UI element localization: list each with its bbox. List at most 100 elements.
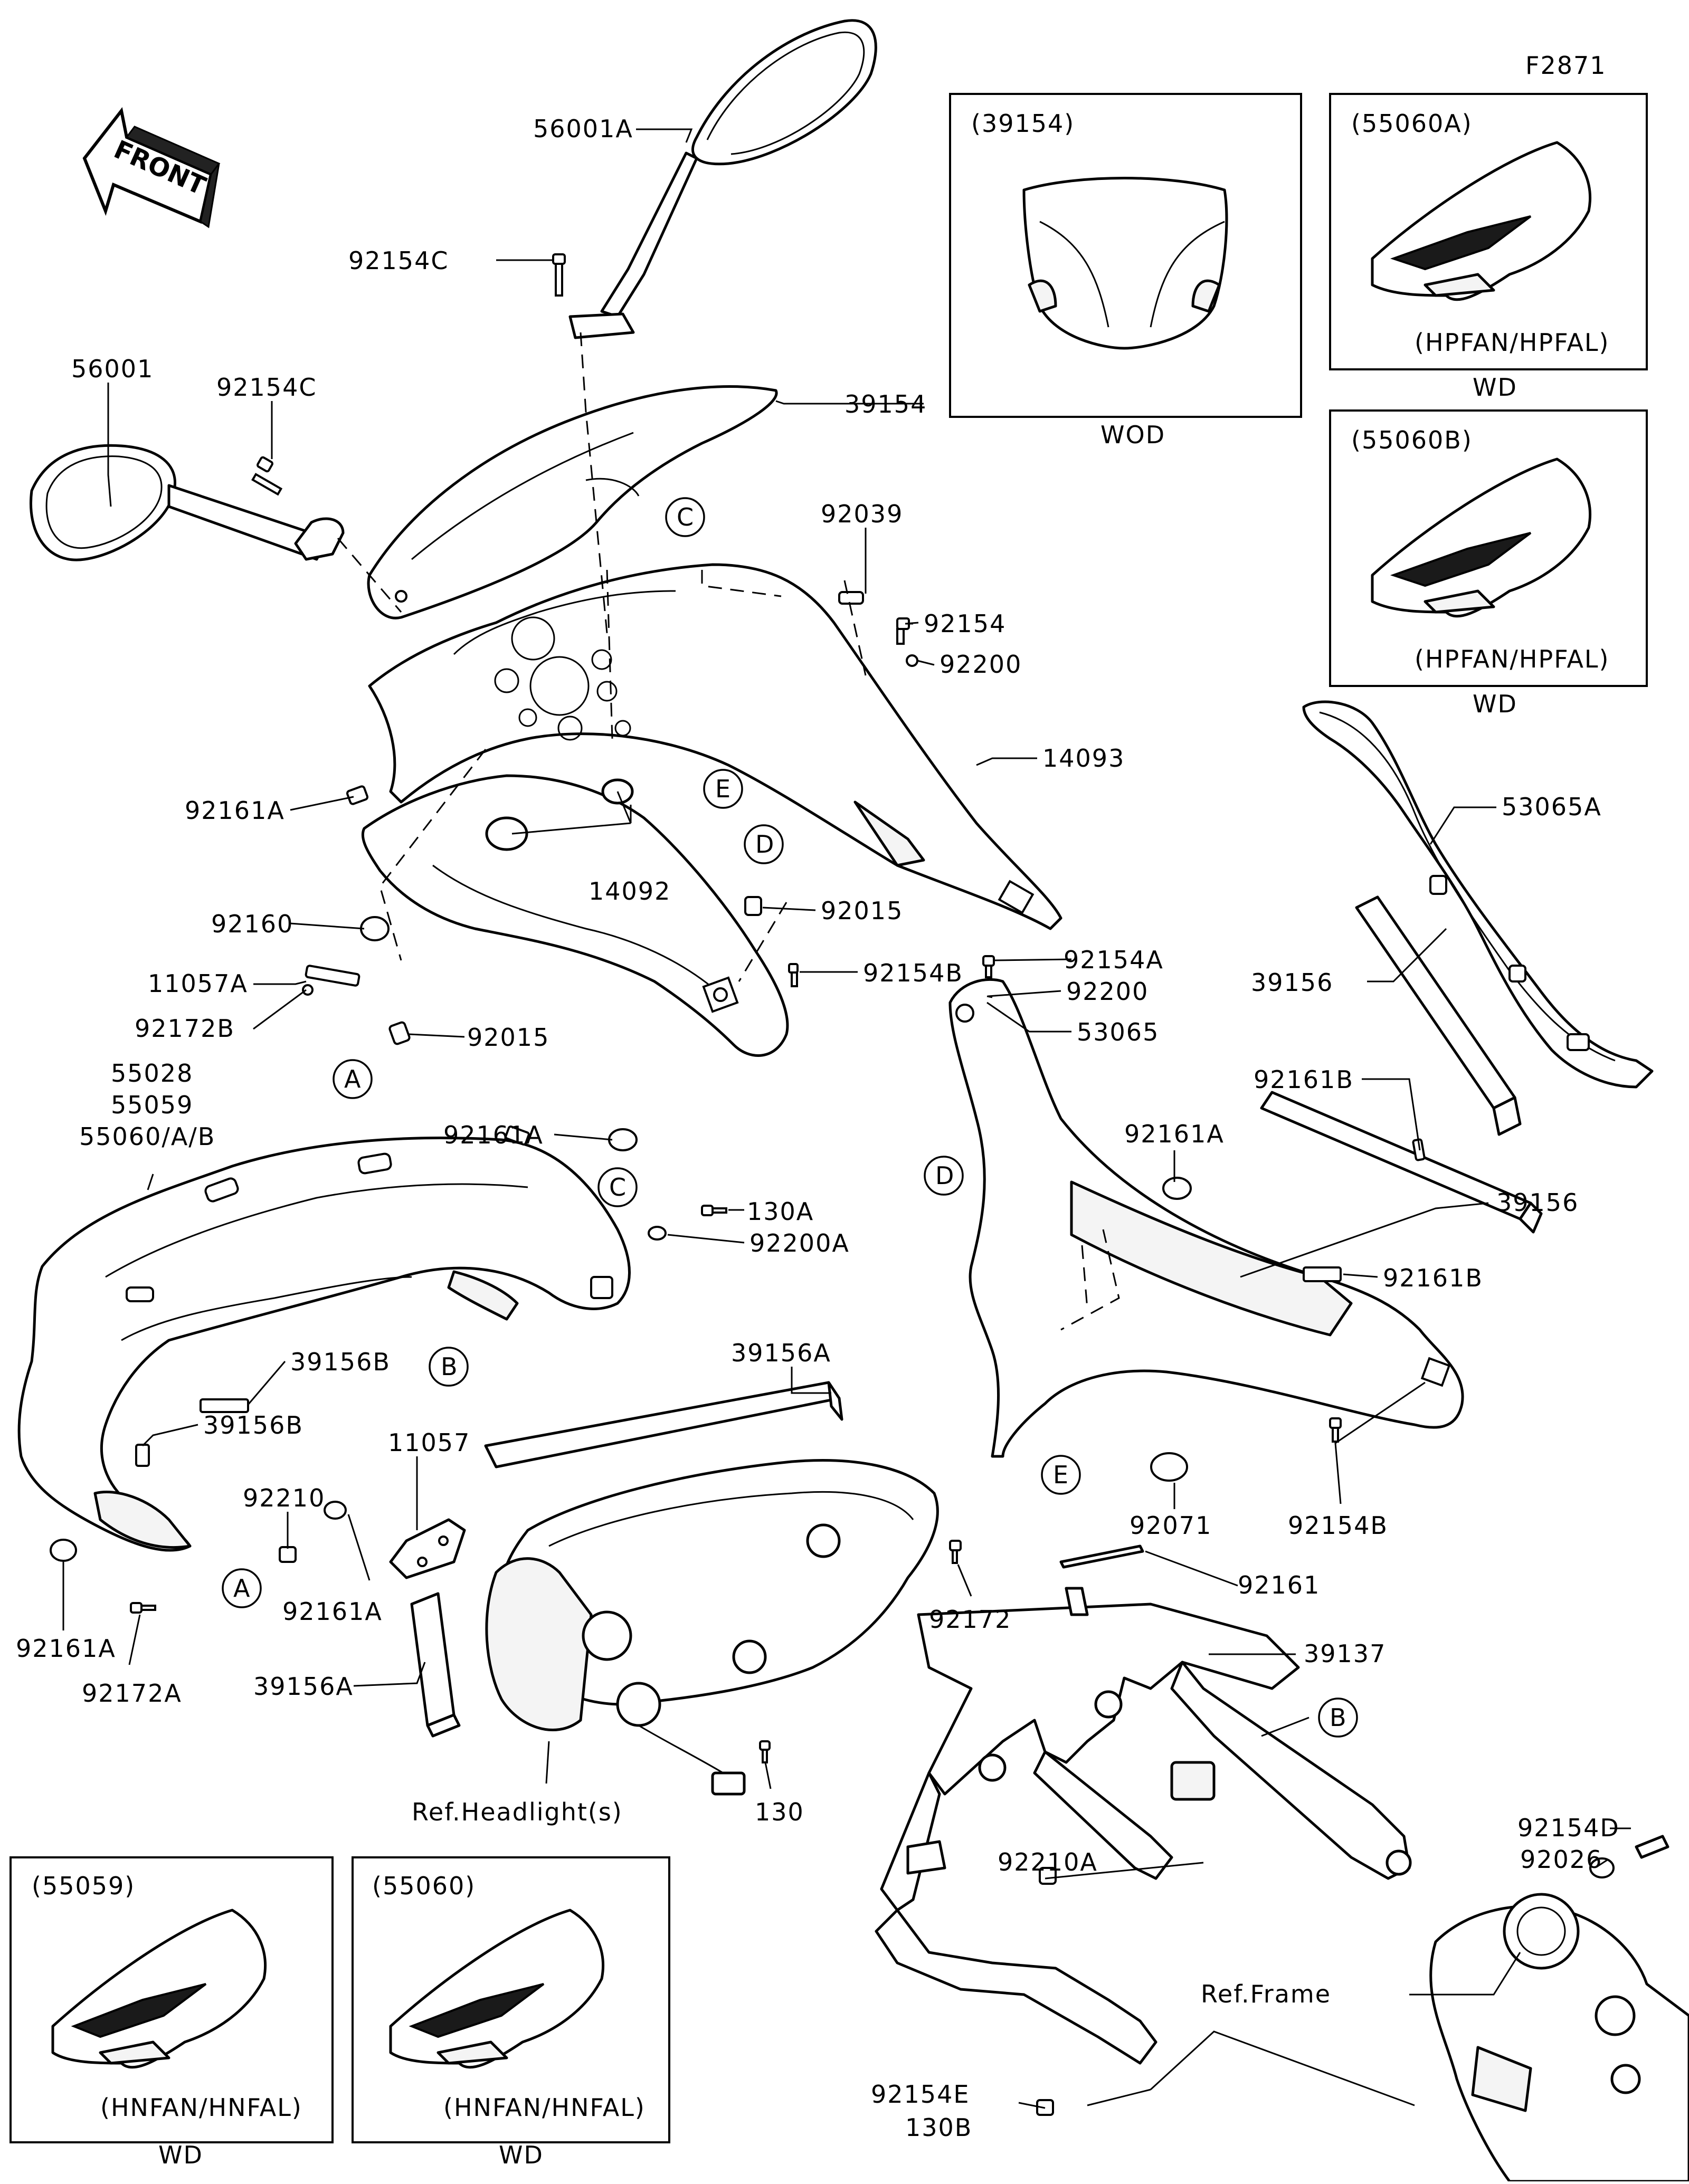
label-55060AB: 55060/A/B <box>79 1122 215 1151</box>
seal-strip-39156-left <box>1355 895 1522 1136</box>
label-92160: 92160 <box>211 910 293 938</box>
inset-55060A: (55060A) (HPFAN/HPFAL) WD <box>1329 93 1648 402</box>
label-92154A: 92154A <box>1064 946 1164 974</box>
label-92154C-left: 92154C <box>216 373 317 402</box>
seal-strip-39156-right <box>1260 1091 1543 1234</box>
stay-frame-39137 <box>875 1587 1412 2065</box>
inset-55060B: (55060B) (HPFAN/HPFAL) WD <box>1329 409 1648 718</box>
label-92154C-top: 92154C <box>348 246 449 275</box>
side-panel-53065A <box>1302 700 1654 1089</box>
label-92154D: 92154D <box>1517 1814 1620 1842</box>
callout-d-lower: D <box>935 1161 955 1190</box>
label-53065A: 53065A <box>1502 793 1602 821</box>
callout-c-lower: C <box>609 1173 627 1201</box>
callout-b-lower: B <box>441 1352 459 1381</box>
label-92161A-far: 92161A <box>16 1634 116 1663</box>
label-56001A: 56001A <box>533 115 633 143</box>
callout-a-lower: A <box>233 1574 251 1603</box>
label-14093: 14093 <box>1042 744 1125 772</box>
inset-55060-code: (55060) <box>372 1872 476 1900</box>
front-arrow-icon: FRONT <box>82 107 221 228</box>
label-14092: 14092 <box>589 877 671 905</box>
label-53065: 53065 <box>1077 1018 1159 1046</box>
callout-b-upper: B <box>1330 1703 1348 1732</box>
label-92154B-low: 92154B <box>1288 1511 1388 1540</box>
inset-39154-code: (39154) <box>971 109 1075 138</box>
label-92039: 92039 <box>821 500 903 528</box>
callout-e-lower: E <box>1053 1461 1069 1489</box>
label-92200A: 92200A <box>749 1229 850 1257</box>
callout-e-upper: E <box>715 775 732 803</box>
inset-39154-market: WOD <box>1100 421 1165 449</box>
label-92154B-mid: 92154B <box>863 959 963 987</box>
figure-id: F2871 <box>1525 51 1607 80</box>
label-ref-frame: Ref.Frame <box>1201 1980 1331 2008</box>
label-92161A-bottom: 92161A <box>282 1597 383 1626</box>
label-130B: 130B <box>905 2113 972 2142</box>
inner-cowl-14093 <box>368 563 1062 930</box>
inset-55060: (55060) (HNFAN/HNFAL) WD <box>352 1856 670 2169</box>
mirror-right-56001A <box>568 19 877 339</box>
label-39154: 39154 <box>844 390 927 418</box>
inset-55060B-market: WD <box>1473 690 1517 718</box>
grommet-92071 <box>1150 1452 1188 1482</box>
label-39156A-bottom: 39156A <box>253 1672 354 1701</box>
label-55059: 55059 <box>111 1091 193 1119</box>
inset-55060B-variant: (HPFAN/HPFAL) <box>1415 645 1610 673</box>
grommet-92161A-right <box>1162 1177 1192 1200</box>
label-11057: 11057 <box>388 1428 470 1457</box>
label-39156B-1: 39156B <box>290 1348 391 1376</box>
headlight-assembly <box>485 1459 962 1796</box>
label-11057A: 11057A <box>148 969 248 998</box>
inset-55060-market: WD <box>499 2141 544 2169</box>
fairing-55028 <box>17 1126 631 1552</box>
inset-55059-market: WD <box>158 2141 203 2169</box>
ref-frame <box>1036 1835 1689 2183</box>
callout-c-top: C <box>677 503 695 531</box>
callout-a-upper: A <box>344 1065 362 1093</box>
seal-39156A-bottom <box>410 1592 461 1738</box>
label-92200-right: 92200 <box>1066 977 1149 1006</box>
label-39156-left: 39156 <box>1251 968 1333 997</box>
windshield-39154 <box>367 385 778 619</box>
label-ref-headlight: Ref.Headlight(s) <box>412 1798 623 1826</box>
inset-39154: (39154) WOD <box>949 93 1302 449</box>
label-39156-right: 39156 <box>1496 1188 1579 1217</box>
label-92154: 92154 <box>924 609 1006 638</box>
label-56001: 56001 <box>71 355 154 383</box>
callout-d-upper: D <box>755 830 775 859</box>
inset-55060B-code: (55060B) <box>1351 426 1473 454</box>
inset-55059-variant: (HNFAN/HNFAL) <box>100 2093 302 2122</box>
inset-55060A-market: WD <box>1473 373 1517 402</box>
inset-55060A-code: (55060A) <box>1351 109 1473 138</box>
label-92161: 92161 <box>1238 1571 1320 1599</box>
inset-55059-code: (55059) <box>32 1872 135 1900</box>
label-92154E: 92154E <box>871 2080 970 2109</box>
leader-lines <box>62 128 1631 2109</box>
label-39156B-2: 39156B <box>203 1411 303 1439</box>
side-panel-53065 <box>948 978 1464 1458</box>
label-39137: 39137 <box>1304 1639 1386 1668</box>
bolt-92154B-low <box>1329 1417 1342 1443</box>
label-92161A-upper: 92161A <box>185 796 285 825</box>
part-labels: 56001A 92154C 56001 92154C 39154 92039 9… <box>16 115 1620 2142</box>
label-55028: 55028 <box>111 1059 193 1088</box>
label-92161A-right: 92161A <box>1124 1120 1225 1148</box>
inset-55060-variant: (HNFAN/HNFAL) <box>443 2093 646 2122</box>
label-92161B-upper: 92161B <box>1254 1065 1354 1094</box>
alignment-dashes <box>337 332 1088 1309</box>
label-92172A: 92172A <box>82 1679 182 1708</box>
inset-55060A-variant: (HPFAN/HPFAL) <box>1415 328 1610 357</box>
label-92161A-mid: 92161A <box>443 1121 544 1149</box>
label-92172B: 92172B <box>135 1014 235 1043</box>
stay-92161 <box>1059 1544 1144 1569</box>
label-92200: 92200 <box>940 650 1022 679</box>
callouts: C E D A D C B A E B <box>222 497 1358 1738</box>
bolt-92154C-left <box>251 456 283 496</box>
bracket-11057 <box>389 1518 466 1579</box>
fasteners-upper <box>302 591 995 1151</box>
bolt-92154C-top <box>552 253 566 297</box>
label-92161B-lower: 92161B <box>1383 1264 1483 1292</box>
